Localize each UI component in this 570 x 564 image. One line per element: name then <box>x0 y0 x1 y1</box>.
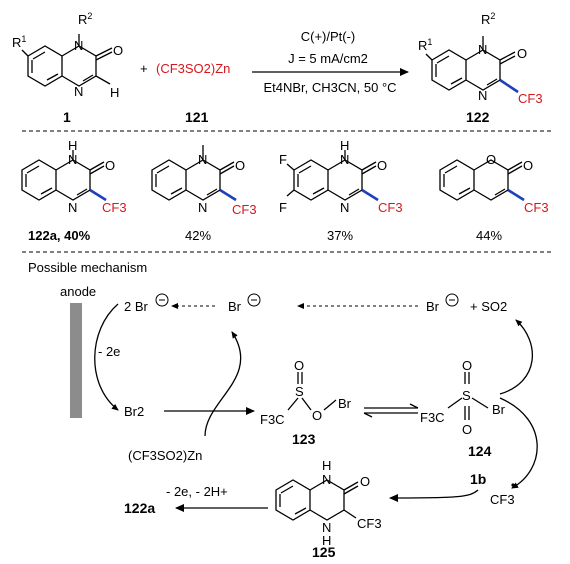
oxidation-label: - 2e, - 2H+ <box>166 484 228 499</box>
i123-o: O <box>312 408 322 423</box>
two-bromide: 2 Br <box>124 299 149 314</box>
bromide-mid: Br <box>228 299 242 314</box>
prod-r2-label: R2 <box>481 11 495 27</box>
starting-material-1 <box>21 34 113 87</box>
cf3-radical: CF3 <box>490 492 515 507</box>
condition-electrodes: C(+)/Pt(-) <box>301 29 356 44</box>
p3-h: H <box>340 138 349 153</box>
prod-n4-label: N <box>478 88 487 103</box>
product-122 <box>425 36 519 94</box>
bromide-right: Br <box>426 299 440 314</box>
i124-s: S <box>462 388 471 403</box>
sm-n1-label: N <box>74 38 83 53</box>
p3-f-bottom: F <box>279 200 287 215</box>
reagent-label-121: 121 <box>185 109 209 125</box>
anode-electrode <box>70 303 82 418</box>
p1-h: H <box>68 138 77 153</box>
sm-o-label: O <box>113 43 123 58</box>
mechanism-title: Possible mechanism <box>28 260 147 275</box>
p2-n4: N <box>198 200 207 215</box>
plus-sign: + <box>140 61 148 76</box>
label-125: 125 <box>312 544 336 560</box>
i123-o-top: O <box>294 358 304 373</box>
minus-2e-label: - 2e <box>98 344 120 359</box>
prod-o-label: O <box>517 46 527 61</box>
product-122a <box>21 150 107 202</box>
p3-yield-label: 37% <box>327 228 353 243</box>
so2-release-arrow <box>499 319 533 395</box>
condition-current-density: J = 5 mA/cm2 <box>288 51 368 66</box>
i125-n-top: N <box>322 472 331 487</box>
radical-release-arrow <box>499 397 538 489</box>
i123-br: Br <box>338 396 352 411</box>
p2-n1: N <box>198 152 207 167</box>
label-122a: 122a <box>124 500 155 516</box>
i125-h-bottom: H <box>322 533 331 548</box>
p2-cf3: CF3 <box>232 202 257 217</box>
intermediate-123 <box>287 372 337 411</box>
intermediate-124 <box>447 372 489 420</box>
anode-label: anode <box>60 284 96 299</box>
i124-f3c: F3C <box>420 410 445 425</box>
p3-o: O <box>377 158 387 173</box>
p4-cf3: CF3 <box>524 200 549 215</box>
charge-minus-icon <box>247 293 261 307</box>
sm-r2-label: R2 <box>78 11 92 27</box>
p3-n1: N <box>340 152 349 167</box>
sm-h-label: H <box>110 85 119 100</box>
sm-label-1: 1 <box>63 109 71 125</box>
product-methyl <box>151 145 237 202</box>
sm-r1-label: R1 <box>12 34 26 50</box>
i123-s: S <box>295 384 304 399</box>
prod-r1-label: R1 <box>418 37 432 53</box>
product-difluoro <box>286 150 379 202</box>
intermediate-125 <box>275 479 359 521</box>
p3-cf3: CF3 <box>378 200 403 215</box>
p1-o: O <box>105 158 115 173</box>
p1-n4: N <box>68 200 77 215</box>
p4-o: O <box>523 158 533 173</box>
i123-f3c: F3C <box>260 412 285 427</box>
p2-o: O <box>235 158 245 173</box>
i125-h-top: H <box>322 458 331 473</box>
i124-br: Br <box>492 402 506 417</box>
oxidation-curved-arrow <box>94 303 119 411</box>
mech-reagent: (CF3SO2)Zn <box>128 448 202 463</box>
label-123: 123 <box>292 431 316 447</box>
p1-cf3: CF3 <box>102 200 127 215</box>
label-1b: 1b <box>470 471 486 487</box>
bromine-br2: Br2 <box>124 404 144 419</box>
sm-n4-label: N <box>74 84 83 99</box>
i124-o-bottom: O <box>462 422 472 437</box>
i125-cf3: CF3 <box>357 516 382 531</box>
charge-minus-icon <box>155 293 169 307</box>
product-label-122: 122 <box>466 109 490 125</box>
product-coumarin <box>439 159 525 202</box>
arrow-to-125 <box>389 489 479 502</box>
i125-n-bottom: N <box>322 520 331 535</box>
label-124: 124 <box>468 443 492 459</box>
p3-n4: N <box>340 200 349 215</box>
reagent-cf3so2zn: (CF3SO2)Zn <box>156 61 230 76</box>
p2-yield-label: 42% <box>185 228 211 243</box>
p1-n1: N <box>68 152 77 167</box>
i125-o: O <box>360 474 370 489</box>
p4-ring-o: O <box>486 152 496 167</box>
reagent-curved-arrow <box>204 331 242 437</box>
p1-yield-label: 122a, 40% <box>28 228 91 243</box>
p4-yield-label: 44% <box>476 228 502 243</box>
prod-n1-label: N <box>478 42 487 57</box>
prod-cf3-label: CF3 <box>518 91 543 106</box>
condition-solvent-temp: Et4NBr, CH3CN, 50 °C <box>263 80 396 95</box>
charge-minus-icon <box>445 293 459 307</box>
so2-byproduct: + SO2 <box>470 299 507 314</box>
p3-f-top: F <box>279 152 287 167</box>
radical-dot <box>511 483 515 487</box>
equilibrium-arrows <box>363 403 419 418</box>
i124-o-top: O <box>462 358 472 373</box>
